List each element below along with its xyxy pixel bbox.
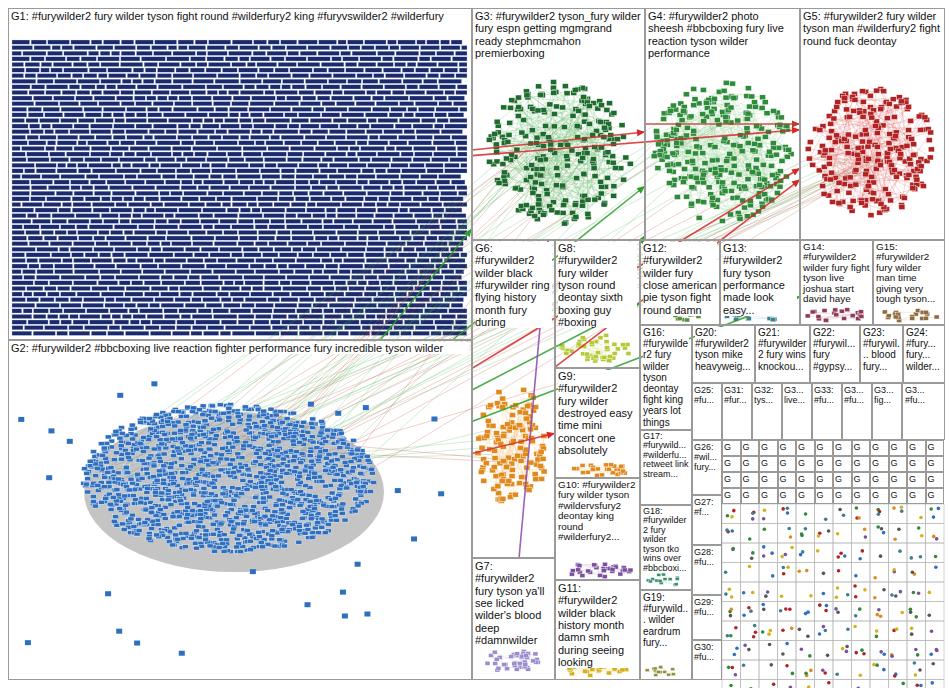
graph-canvas: G1: #furywilder2 fury wilder tyson fight… bbox=[0, 0, 950, 688]
